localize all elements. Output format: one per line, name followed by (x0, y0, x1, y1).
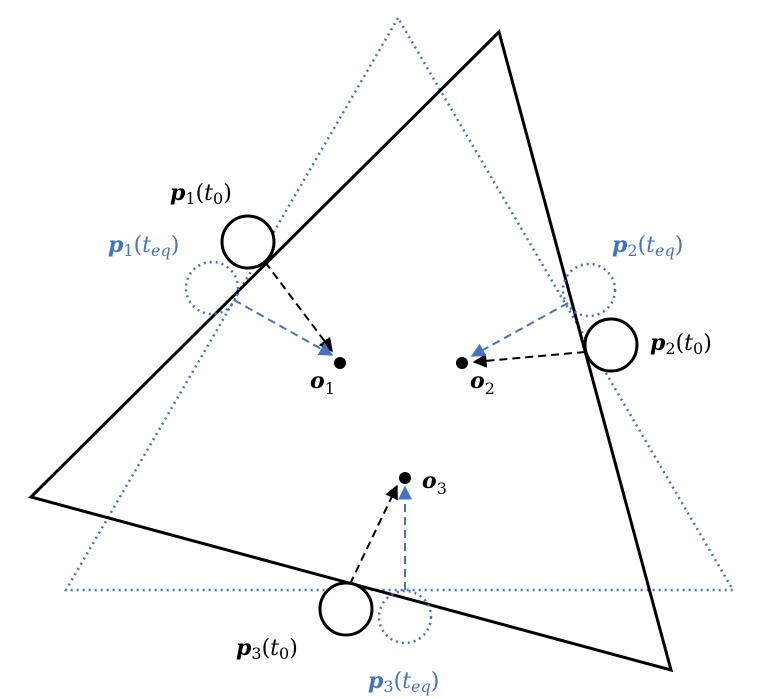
o1-point (334, 357, 346, 369)
equilibrium-triangle (63, 15, 736, 592)
o2-point (456, 357, 468, 369)
p2-t0-arrow (472, 351, 586, 368)
p3-t0-label: p3(t0) (236, 635, 298, 663)
p1-t0-label: p1(t0) (170, 180, 232, 208)
p1-t0-circle (220, 214, 276, 270)
o1-label: o1 (310, 368, 335, 398)
p2-teq-arrow (470, 302, 569, 357)
p2-t0-label: p2(t0) (650, 330, 712, 358)
p1-teq-arrow (233, 299, 334, 356)
p3-teq-label: p3(teq) (368, 668, 439, 696)
o3-point (399, 472, 411, 484)
p3-teq-circle (377, 589, 433, 645)
p1-teq-circle (184, 260, 240, 316)
p3-t0-arrow (349, 484, 398, 585)
o2-label: o2 (470, 368, 495, 398)
p1-teq-label: p1(teq) (108, 232, 179, 260)
o3-label: o3 (422, 468, 447, 498)
p1-t0-arrow (264, 261, 333, 353)
p2-t0-circle (583, 317, 639, 373)
p2-teq-label: p2(teq) (612, 232, 683, 260)
p3-t0-circle (318, 581, 374, 637)
initial-triangle (28, 29, 674, 673)
p2-teq-circle (561, 262, 617, 318)
